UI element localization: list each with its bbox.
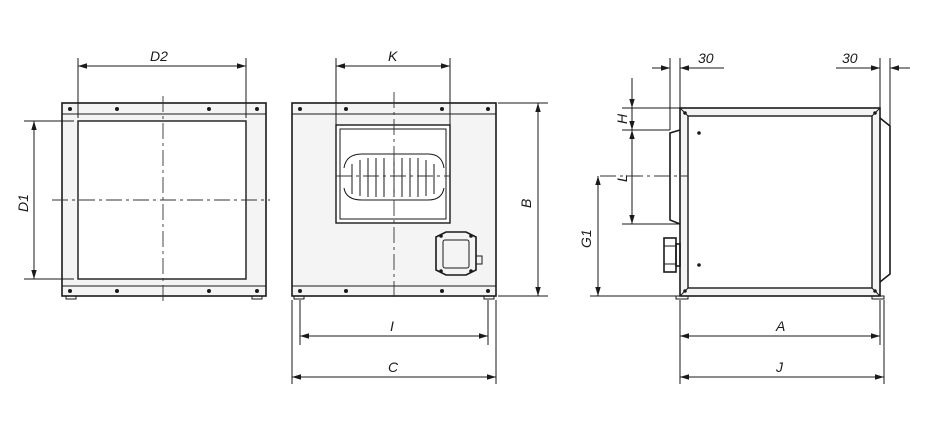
dim-label-b: B — [518, 199, 534, 208]
dim-label-l: L — [614, 174, 630, 182]
dim-label-d2: D2 — [150, 48, 168, 64]
dim-label-h: H — [614, 113, 630, 124]
front-view: D2 D1 — [15, 48, 270, 302]
dim-label-flange-right: 30 — [842, 50, 858, 66]
dim-label-c: C — [388, 359, 399, 375]
dim-label-a: A — [775, 318, 785, 334]
fan-impeller — [351, 158, 435, 197]
dim-label-i: I — [390, 318, 394, 334]
side-view: 30 30 H L G1 A J — [578, 50, 910, 384]
outlet-view: K B I C — [291, 48, 548, 384]
dim-label-j: J — [775, 359, 784, 375]
outlet-flange — [669, 129, 681, 225]
junction-box — [435, 231, 483, 276]
dim-label-k: K — [388, 48, 398, 64]
cable-gland — [663, 237, 681, 273]
fan-outlet — [335, 124, 451, 224]
dim-label-flange-left: 30 — [698, 50, 714, 66]
dim-label-d1: D1 — [15, 194, 31, 212]
dim-label-g1: G1 — [578, 229, 594, 248]
